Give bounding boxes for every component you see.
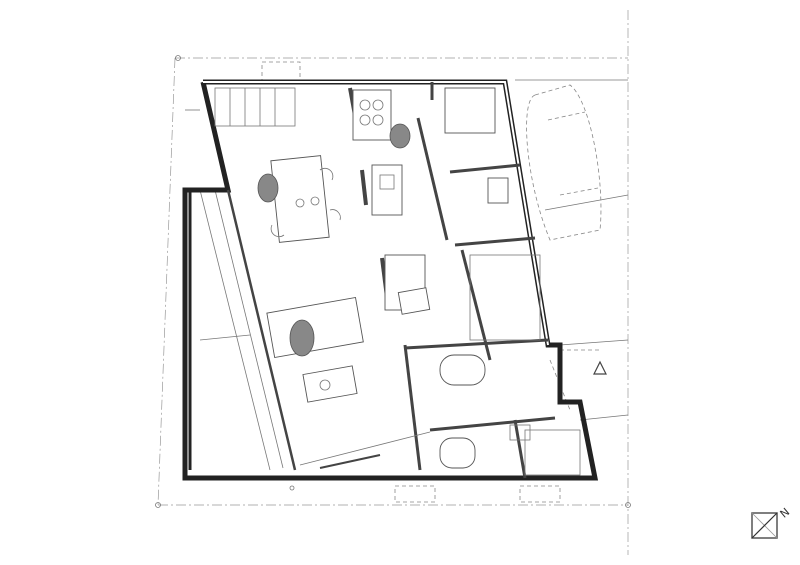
interior-walls: [226, 82, 556, 479]
site-surroundings: [185, 61, 629, 503]
property-boundary: [155, 10, 631, 555]
dining-area: [257, 123, 411, 243]
person-figure: [389, 123, 411, 149]
exterior-walls: [182, 79, 599, 481]
stairs: [214, 87, 296, 127]
bathroom: [439, 87, 581, 476]
person-figure: [289, 319, 315, 357]
north-symbol: N: [751, 505, 793, 539]
entrance-marker-icon: [593, 360, 607, 375]
north-label: N: [778, 505, 793, 520]
living-area: [266, 296, 381, 469]
kitchen: [352, 89, 431, 315]
person-figure: [257, 173, 279, 203]
